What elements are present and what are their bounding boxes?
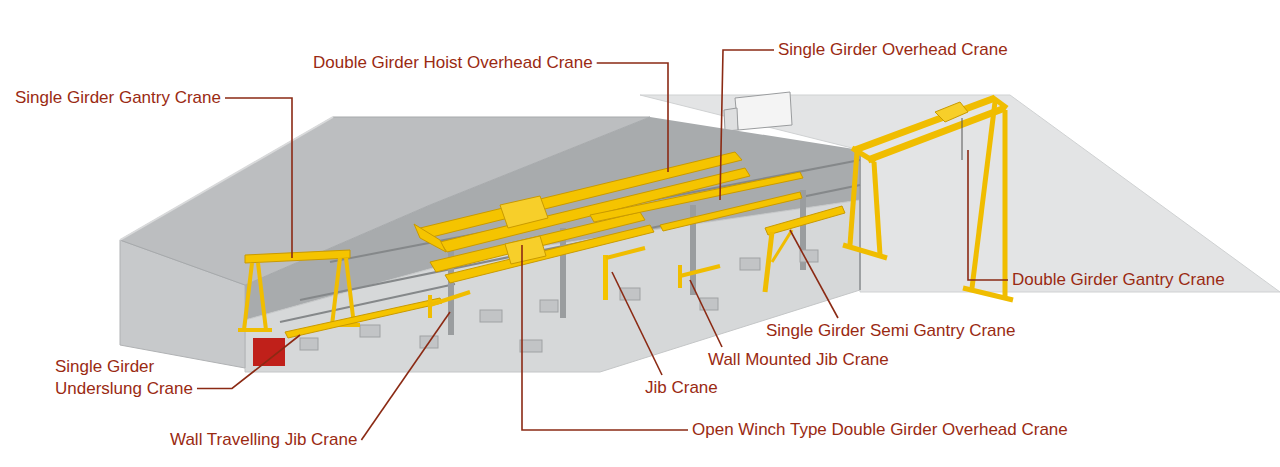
workshop-machines-part <box>300 338 318 350</box>
semi-gantry-crane-part <box>765 206 845 235</box>
jib-cranes-part <box>606 248 645 258</box>
crane-label: Single Girder Gantry Crane <box>15 88 221 108</box>
double-girder-gantry-crane-part <box>935 102 968 122</box>
truck-part <box>735 92 792 130</box>
open-winch-crane-part <box>445 225 654 283</box>
workshop-machines-part <box>540 300 558 312</box>
jib-cranes-part <box>680 266 720 276</box>
leader-line <box>968 150 1008 280</box>
hall-floor-part <box>859 150 861 290</box>
single-girder-overhead-crane <box>590 172 803 231</box>
roof-and-gable-part <box>120 117 333 240</box>
crane-label: Single Girder Underslung Crane <box>55 356 205 400</box>
crane-label: Wall Travelling Jib Crane <box>170 430 357 450</box>
double-girder-overhead-crane <box>414 152 750 252</box>
workshop-machines-part <box>480 310 502 322</box>
truck <box>724 92 792 131</box>
left-gantry-crane-part <box>245 250 350 263</box>
semi-gantry-crane-part <box>765 232 772 292</box>
semi-gantry-crane <box>765 206 845 292</box>
double-girder-overhead-crane-part <box>500 196 548 228</box>
crane-label: Single Girder Overhead Crane <box>778 40 1008 60</box>
roof-and-gable-part <box>253 338 285 366</box>
underslung-crane-part <box>285 298 442 338</box>
jib-cranes-part <box>603 255 608 300</box>
workshop-machines-part <box>740 258 760 270</box>
underslung-crane <box>285 298 442 338</box>
crane-label: Double Girder Hoist Overhead Crane <box>313 53 593 73</box>
workshop-machines-part <box>360 325 380 337</box>
workshop-machines-part <box>520 340 542 352</box>
left-gantry-crane-part-part <box>332 258 340 325</box>
open-winch-crane <box>430 212 654 283</box>
double-girder-gantry-crane-part <box>963 288 1013 300</box>
leader-line <box>197 335 300 389</box>
leader-line <box>225 98 292 258</box>
left-gantry-crane <box>238 250 360 330</box>
double-girder-gantry-crane-part <box>850 152 857 245</box>
double-girder-gantry-crane-part <box>855 98 995 150</box>
semi-gantry-crane-part <box>772 230 792 262</box>
leader-line <box>790 230 838 318</box>
hall-columns-part <box>560 228 566 318</box>
jib-cranes <box>430 248 720 318</box>
left-gantry-crane-part-part <box>238 328 272 332</box>
single-girder-overhead-crane-part <box>590 172 803 222</box>
roof-and-gable <box>120 117 650 368</box>
left-gantry-crane-part-part <box>244 263 252 330</box>
left-gantry-crane-part-part <box>346 258 354 325</box>
jib-cranes-part <box>430 292 470 305</box>
double-girder-gantry-crane <box>843 97 1013 300</box>
double-girder-gantry-crane-part <box>874 162 880 255</box>
leader-line <box>597 63 668 172</box>
crane-label: Wall Mounted Jib Crane <box>708 350 889 370</box>
double-girder-gantry-crane-part <box>868 108 1005 160</box>
double-girder-gantry-crane-part <box>962 118 963 160</box>
leader-lines <box>197 50 1008 440</box>
double-girder-gantry-crane-part <box>843 245 887 258</box>
workshop-machines <box>300 250 818 352</box>
crane-label: Open Winch Type Double Girder Overhead C… <box>692 420 1068 440</box>
double-girder-gantry-crane-part <box>1003 110 1008 298</box>
crane-label: Jib Crane <box>645 378 718 398</box>
leader-line <box>361 312 450 440</box>
truck-part <box>724 108 738 131</box>
leader-line <box>612 272 662 375</box>
leader-line <box>720 50 774 200</box>
double-girder-overhead-crane-part <box>414 224 446 252</box>
open-winch-crane-part <box>505 236 546 264</box>
crane-label: Double Girder Gantry Crane <box>1012 270 1225 290</box>
crane-label: Single Girder Semi Gantry Crane <box>766 321 1015 341</box>
double-girder-gantry-crane-part <box>972 102 995 288</box>
left-gantry-crane-part-part <box>258 263 266 330</box>
leader-line <box>522 245 688 430</box>
leader-line <box>690 280 722 347</box>
